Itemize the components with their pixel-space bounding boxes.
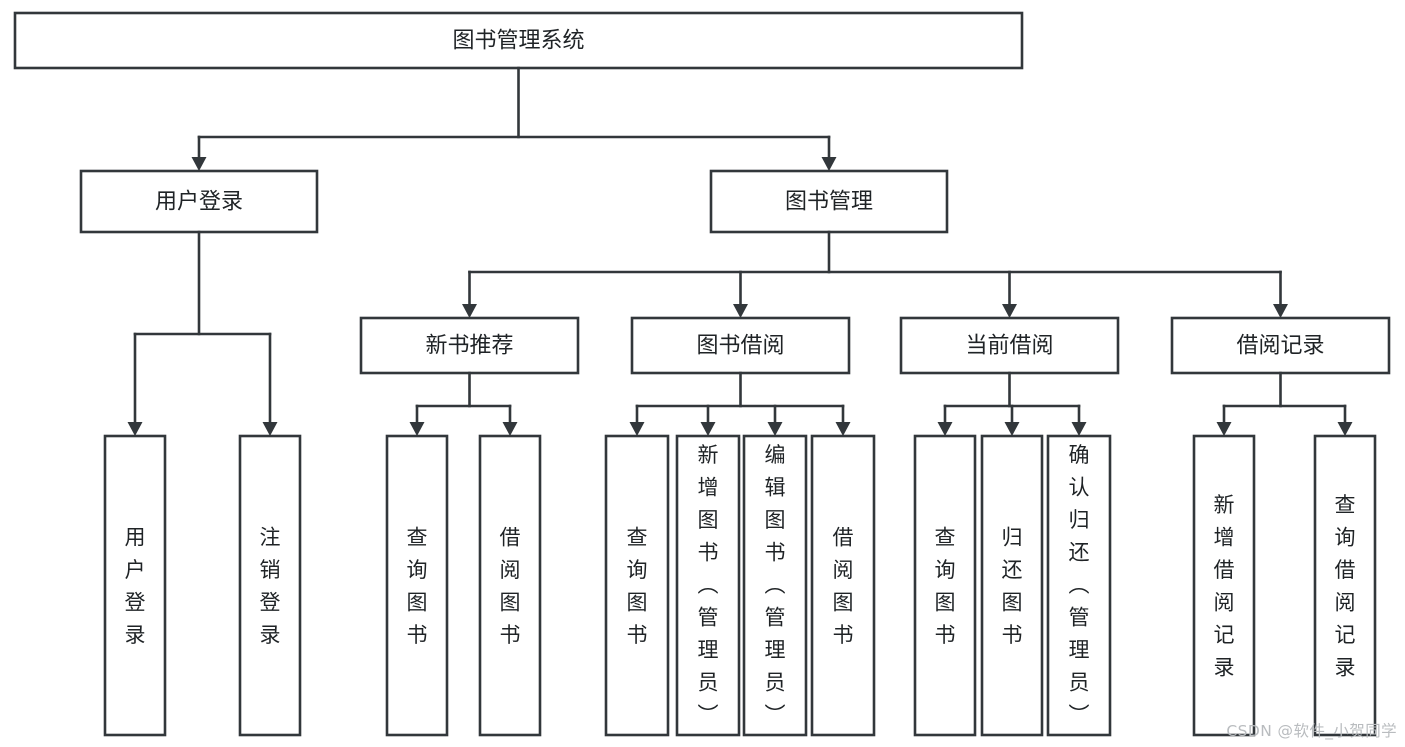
node-box-leaf-query-book-borrow <box>604 434 670 737</box>
arrow-book-borrow-to-leaf-query-book-borrow <box>629 404 645 436</box>
arrow-borrow-record-to-leaf-query-borrow-record <box>1337 404 1353 436</box>
node-leaf-edit-book-admin[interactable]: 编辑图书︵管理员︶ <box>742 434 808 737</box>
arrow-user-login-to-leaf-logout <box>262 332 278 436</box>
node-box-leaf-logout <box>238 434 302 737</box>
node-leaf-query-borrow-record[interactable]: 查询借阅记录 <box>1313 434 1377 737</box>
arrow-book-manage-to-book-borrow <box>733 270 748 318</box>
node-leaf-query-book-borrow[interactable]: 查询图书 <box>604 434 670 737</box>
node-leaf-return-book[interactable]: 归还图书 <box>980 434 1044 737</box>
watermark-text: CSDN @软件_小贺同学 <box>1226 722 1397 740</box>
node-box-user-login <box>79 169 319 234</box>
node-box-root <box>13 11 1024 70</box>
arrow-book-manage-to-borrow-record <box>1273 270 1288 318</box>
arrow-borrow-record-to-leaf-add-borrow-record <box>1216 404 1232 436</box>
node-label-leaf-add-borrow-record: 新增借阅记录 <box>1214 493 1235 680</box>
node-box-leaf-query-book-cur <box>913 434 977 737</box>
node-label-leaf-return-book: 归还图书 <box>1002 526 1023 648</box>
node-label-borrow-record: 借阅记录 <box>1236 334 1324 359</box>
node-box-leaf-edit-book-admin <box>742 434 808 737</box>
arrow-root-to-user-login <box>191 135 207 171</box>
arrow-current-borrow-to-leaf-return-book <box>1004 404 1020 436</box>
node-label-current-borrow: 当前借阅 <box>965 334 1053 359</box>
node-label-user-login: 用户登录 <box>155 190 243 215</box>
node-label-leaf-borrow-book: 借阅图书 <box>833 526 854 648</box>
node-label-leaf-user-login: 用户登录 <box>125 526 146 648</box>
node-user-login[interactable]: 用户登录 <box>79 169 319 234</box>
node-box-new-book-rec <box>359 316 580 375</box>
node-box-leaf-query-borrow-record <box>1313 434 1377 737</box>
node-current-borrow[interactable]: 当前借阅 <box>899 316 1120 375</box>
node-box-leaf-borrow-book-rec <box>478 434 542 737</box>
node-label-leaf-logout: 注销登录 <box>260 526 281 648</box>
node-box-leaf-add-borrow-record <box>1192 434 1256 737</box>
node-leaf-borrow-book[interactable]: 借阅图书 <box>810 434 876 737</box>
node-box-leaf-user-login <box>103 434 167 737</box>
node-leaf-borrow-book-rec[interactable]: 借阅图书 <box>478 434 542 737</box>
node-label-leaf-query-borrow-record: 查询借阅记录 <box>1335 493 1356 680</box>
arrow-book-borrow-to-leaf-add-book-admin <box>700 404 716 436</box>
node-box-leaf-add-book-admin <box>675 434 741 737</box>
arrow-current-borrow-to-leaf-confirm-return-admin <box>1071 404 1087 436</box>
node-label-leaf-query-book-rec: 查询图书 <box>407 526 428 648</box>
node-leaf-query-book-cur[interactable]: 查询图书 <box>913 434 977 737</box>
node-label-new-book-rec: 新书推荐 <box>425 334 513 359</box>
node-leaf-add-book-admin[interactable]: 新增图书︵管理员︶ <box>675 434 741 737</box>
node-leaf-logout[interactable]: 注销登录 <box>238 434 302 737</box>
arrow-book-manage-to-current-borrow <box>1002 270 1017 318</box>
arrow-new-book-rec-to-leaf-query-book-rec <box>409 404 425 436</box>
node-label-book-borrow: 图书借阅 <box>696 334 784 359</box>
node-label-leaf-query-book-borrow: 查询图书 <box>627 526 648 648</box>
node-box-leaf-borrow-book <box>810 434 876 737</box>
node-root[interactable]: 图书管理系统 <box>13 11 1024 70</box>
node-label-leaf-confirm-return-admin: 确认归还︵管理员︶ <box>1069 443 1090 727</box>
arrow-current-borrow-to-leaf-query-book-cur <box>937 404 953 436</box>
node-label-book-manage: 图书管理 <box>785 190 873 215</box>
arrow-book-borrow-to-leaf-borrow-book <box>835 404 851 436</box>
arrow-root-to-book-manage <box>821 135 837 171</box>
node-label-root: 图书管理系统 <box>452 29 584 54</box>
node-leaf-query-book-rec[interactable]: 查询图书 <box>385 434 449 737</box>
node-leaf-confirm-return-admin[interactable]: 确认归还︵管理员︶ <box>1046 434 1112 737</box>
arrow-user-login-to-leaf-user-login <box>127 332 143 436</box>
node-label-leaf-add-book-admin: 新增图书︵管理员︶ <box>698 443 719 727</box>
node-book-manage[interactable]: 图书管理 <box>709 169 949 234</box>
arrow-book-manage-to-new-book-rec <box>462 270 477 318</box>
node-label-leaf-edit-book-admin: 编辑图书︵管理员︶ <box>765 443 786 727</box>
arrow-new-book-rec-to-leaf-borrow-book-rec <box>502 404 518 436</box>
node-label-leaf-query-book-cur: 查询图书 <box>935 526 956 648</box>
node-new-book-rec[interactable]: 新书推荐 <box>359 316 580 375</box>
node-box-current-borrow <box>899 316 1120 375</box>
node-leaf-add-borrow-record[interactable]: 新增借阅记录 <box>1192 434 1256 737</box>
node-borrow-record[interactable]: 借阅记录 <box>1170 316 1391 375</box>
node-box-leaf-query-book-rec <box>385 434 449 737</box>
node-leaf-user-login[interactable]: 用户登录 <box>103 434 167 737</box>
arrow-book-borrow-to-leaf-edit-book-admin <box>767 404 783 436</box>
node-box-leaf-return-book <box>980 434 1044 737</box>
node-book-borrow[interactable]: 图书借阅 <box>630 316 851 375</box>
node-label-leaf-borrow-book-rec: 借阅图书 <box>500 526 521 648</box>
